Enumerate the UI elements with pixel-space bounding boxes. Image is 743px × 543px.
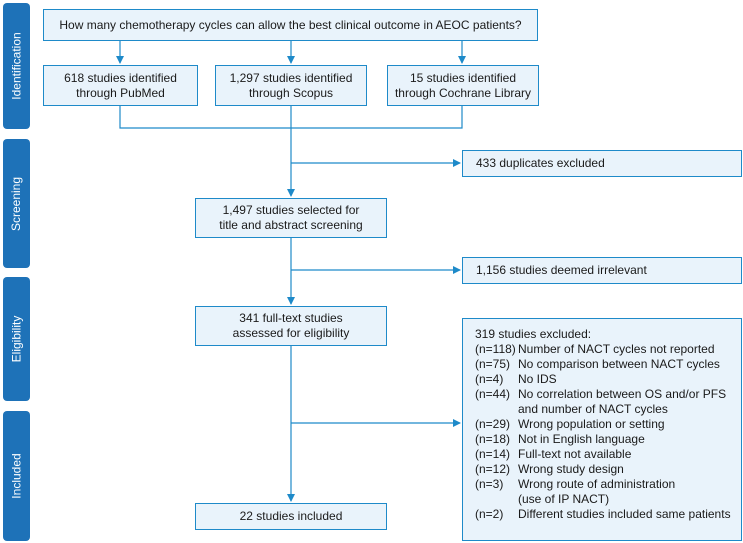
cochrane-box: 15 studies identified through Cochrane L… <box>387 65 539 106</box>
exclusion-reason: No IDS <box>518 372 557 386</box>
phase-screening: Screening <box>3 139 30 268</box>
cochrane-text: 15 studies identified through Cochrane L… <box>394 70 532 100</box>
exclusion-count: (n=12) <box>475 462 511 476</box>
exclusion-reason: Number of NACT cycles not reported <box>518 342 715 356</box>
exclusion-count: (n=4) <box>475 372 504 386</box>
exclusion-reason: Not in English language <box>518 432 645 446</box>
exclusion-reason: Full-text not available <box>518 447 632 461</box>
exclusion-reason: Wrong study design <box>518 462 624 476</box>
exclusion-row: (n=12) Wrong study design <box>475 462 741 477</box>
exclusion-count: (n=75) <box>475 357 511 371</box>
pubmed-text: 618 studies identified through PubMed <box>64 70 177 100</box>
exclusion-count: (n=29) <box>475 417 511 431</box>
phase-eligibility: Eligibility <box>3 277 30 401</box>
exclusion-count: (n=44) <box>475 387 511 401</box>
exclusion-reason: Wrong route of administration (use of IP… <box>518 477 676 506</box>
exclusion-row: (n=44) No correlation between OS and/or P… <box>475 387 741 417</box>
screening-text: 1,497 studies selected for title and abs… <box>219 203 363 232</box>
exclusion-row: (n=4) No IDS <box>475 372 741 387</box>
exclusion-row: (n=29) Wrong population or setting <box>475 417 741 432</box>
phase-label: Screening <box>9 176 24 231</box>
scopus-text: 1,297 studies identified through Scopus <box>229 70 353 100</box>
exclusion-row: (n=2) Different studies included same pat… <box>475 507 741 522</box>
research-question-box: How many chemotherapy cycles can allow t… <box>43 9 538 41</box>
exclusion-reason: No comparison between NACT cycles <box>518 357 720 371</box>
exclusion-reason: Wrong population or setting <box>518 417 665 431</box>
exclusion-row: (n=18) Not in English language <box>475 432 741 447</box>
exclusion-reason: No correlation between OS and/or PFS and… <box>518 387 727 416</box>
included-box: 22 studies included <box>195 503 387 530</box>
exclusion-count: (n=118) <box>475 342 516 356</box>
exclusion-row: (n=118)Number of NACT cycles not reporte… <box>475 342 741 357</box>
exclusions-box: 319 studies excluded: (n=118)Number of N… <box>462 318 742 541</box>
exclusion-row: (n=3) Wrong route of administration (use … <box>475 477 741 507</box>
exclusion-row: (n=14) Full-text not available <box>475 447 741 462</box>
phase-identification: Identification <box>3 3 30 129</box>
screening-box: 1,497 studies selected for title and abs… <box>195 198 387 238</box>
exclusion-count: (n=3) <box>475 477 504 491</box>
duplicates-text: 433 duplicates excluded <box>476 156 605 170</box>
phase-label: Eligibility <box>9 315 24 363</box>
exclusion-row: (n=75) No comparison between NACT cycles <box>475 357 741 372</box>
scopus-box: 1,297 studies identified through Scopus <box>215 65 367 106</box>
exclusion-count: (n=18) <box>475 432 511 446</box>
duplicates-box: 433 duplicates excluded <box>462 150 742 177</box>
fulltext-text: 341 full-text studies assessed for eligi… <box>232 311 350 340</box>
pubmed-box: 618 studies identified through PubMed <box>43 65 198 106</box>
included-text: 22 studies included <box>239 509 343 523</box>
phase-included: Included <box>3 411 30 541</box>
exclusion-count: (n=14) <box>475 447 511 461</box>
phase-label: Included <box>9 453 24 499</box>
exclusion-reason: Different studies included same patients <box>518 507 731 521</box>
phase-label: Identification <box>9 32 24 100</box>
fulltext-box: 341 full-text studies assessed for eligi… <box>195 306 387 346</box>
irrelevant-box: 1,156 studies deemed irrelevant <box>462 257 742 284</box>
irrelevant-text: 1,156 studies deemed irrelevant <box>476 263 647 277</box>
research-question-text: How many chemotherapy cycles can allow t… <box>59 17 522 32</box>
exclusion-count: (n=2) <box>475 507 504 521</box>
exclusions-title: 319 studies excluded: <box>475 327 592 341</box>
